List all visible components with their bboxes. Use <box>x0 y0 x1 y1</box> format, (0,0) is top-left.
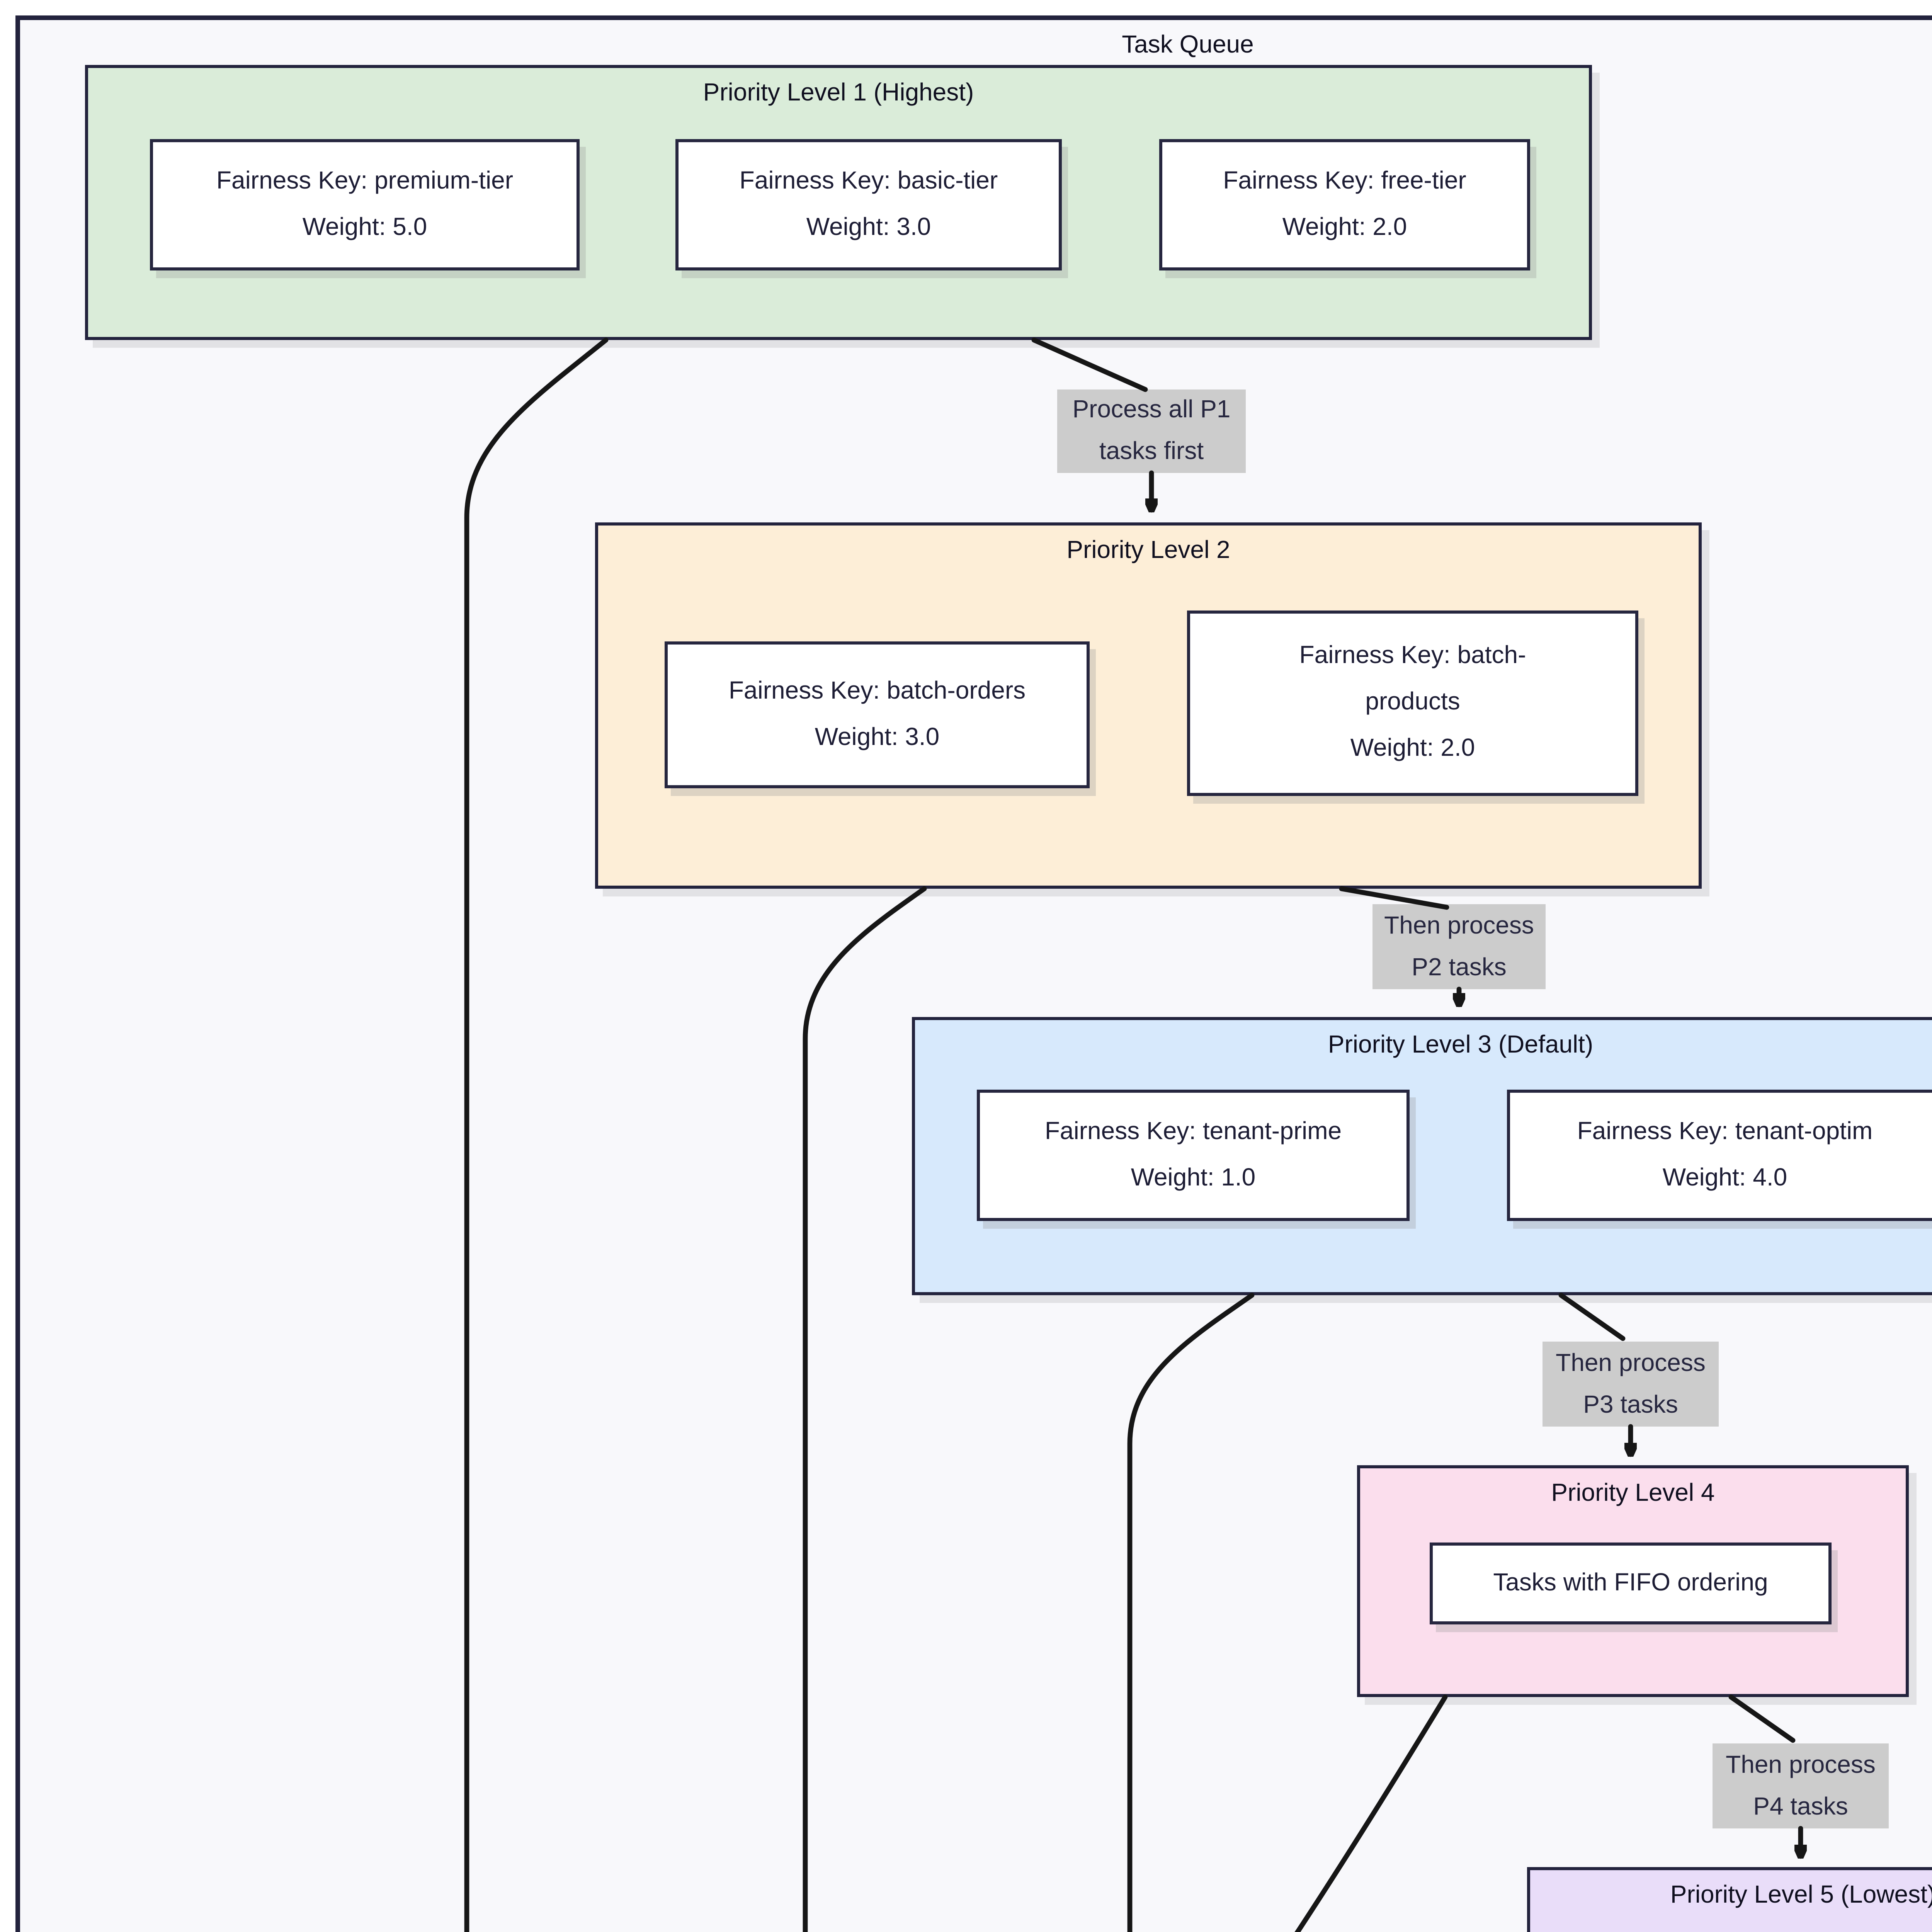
fairness-node-tenant-optim: Fairness Key: tenant-optim Weight: 4.0 <box>1507 1090 1932 1221</box>
priority-level-3-title: Priority Level 3 (Default) <box>1328 1032 1594 1059</box>
edge-label-line: Process all P1 <box>1072 397 1231 423</box>
fairness-node-free-tier: Fairness Key: free-tier Weight: 2.0 <box>1159 139 1530 270</box>
node-text-line: Weight: 3.0 <box>815 724 940 750</box>
edge-label-p4-to-p5: Then process P4 tasks <box>1713 1743 1889 1828</box>
priority-level-4-title: Priority Level 4 <box>1551 1481 1715 1507</box>
node-text-line: Tasks with FIFO ordering <box>1493 1570 1768 1596</box>
node-text-line: Weight: 2.0 <box>1350 736 1475 762</box>
priority-level-1-title: Priority Level 1 (Highest) <box>703 80 974 107</box>
node-text-line: Fairness Key: premium-tier <box>216 168 514 194</box>
edge-label-line: P2 tasks <box>1412 954 1507 981</box>
node-text-line: Fairness Key: basic-tier <box>739 168 998 194</box>
fairness-node-premium-tier: Fairness Key: premium-tier Weight: 5.0 <box>150 139 580 270</box>
edge-label-p1-to-p2: Process all P1 tasks first <box>1057 389 1246 473</box>
node-text-line: Weight: 1.0 <box>1131 1165 1256 1191</box>
node-text-line: products <box>1365 689 1460 716</box>
fairness-node-batch-orders: Fairness Key: batch-orders Weight: 3.0 <box>665 641 1090 788</box>
fairness-node-tenant-prime: Fairness Key: tenant-prime Weight: 1.0 <box>977 1090 1410 1221</box>
node-text-line: Weight: 5.0 <box>302 214 427 240</box>
edge-label-p2-to-p3: Then process P2 tasks <box>1372 904 1546 989</box>
fairness-node-basic-tier: Fairness Key: basic-tier Weight: 3.0 <box>675 139 1062 270</box>
node-text-line: Fairness Key: batch-orders <box>728 678 1026 704</box>
node-text-line: Fairness Key: tenant-prime <box>1044 1118 1342 1145</box>
edge-label-p3-to-p4: Then process P3 tasks <box>1543 1342 1719 1427</box>
edge-label-line: Then process <box>1556 1350 1706 1376</box>
node-text-line: Fairness Key: tenant-optim <box>1577 1118 1873 1145</box>
node-text-line: Weight: 2.0 <box>1282 214 1407 240</box>
node-text-line: Fairness Key: batch- <box>1299 643 1526 669</box>
node-text-line: Weight: 3.0 <box>806 214 931 240</box>
node-text-line: Weight: 4.0 <box>1662 1165 1787 1191</box>
priority-level-5-box: Priority Level 5 (Lowest) <box>1527 1867 1932 1932</box>
fairness-node-batch-products: Fairness Key: batch- products Weight: 2.… <box>1187 611 1638 796</box>
edge-label-line: Then process <box>1384 913 1534 939</box>
edge-label-line: P3 tasks <box>1583 1392 1678 1418</box>
priority-level-2-title: Priority Level 2 <box>1066 538 1230 564</box>
edge-label-line: Then process <box>1726 1752 1876 1778</box>
edge-label-line: tasks first <box>1099 439 1204 465</box>
edge-label-line: P4 tasks <box>1753 1794 1848 1820</box>
priority-level-5-title: Priority Level 5 (Lowest) <box>1670 1883 1932 1909</box>
node-text-line: Fairness Key: free-tier <box>1223 168 1466 194</box>
task-queue-title: Task Queue <box>1122 32 1254 59</box>
fifo-node-p4: Tasks with FIFO ordering <box>1430 1543 1832 1624</box>
